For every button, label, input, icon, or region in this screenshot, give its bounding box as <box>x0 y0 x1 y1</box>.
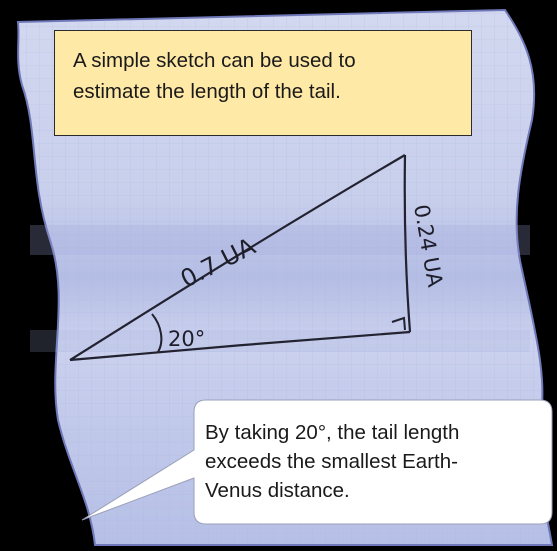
callout-bottom-line-1: By taking 20°, the tail length <box>205 421 460 444</box>
callout-top-line-2: estimate the length of the tail. <box>73 80 341 103</box>
triangle-hypotenuse <box>69 154 406 361</box>
callout-bottom-line-2: exceeds the smallest Earth- <box>205 450 458 473</box>
callout-top: A simple sketch can be used to estimate … <box>54 30 472 136</box>
angle-label: 20° <box>168 327 205 351</box>
triangle-vertical-side <box>403 154 412 333</box>
right-angle-mark <box>391 316 406 331</box>
triangle-base <box>69 330 411 362</box>
angle-arc <box>151 313 163 353</box>
callout-bottom-text: By taking 20°, the tail length exceeds t… <box>205 418 550 505</box>
callout-bottom-bubble <box>81 399 553 525</box>
callout-top-line-1: A simple sketch can be used to <box>73 49 356 72</box>
callout-bottom-line-3: Venus distance. <box>205 479 350 502</box>
